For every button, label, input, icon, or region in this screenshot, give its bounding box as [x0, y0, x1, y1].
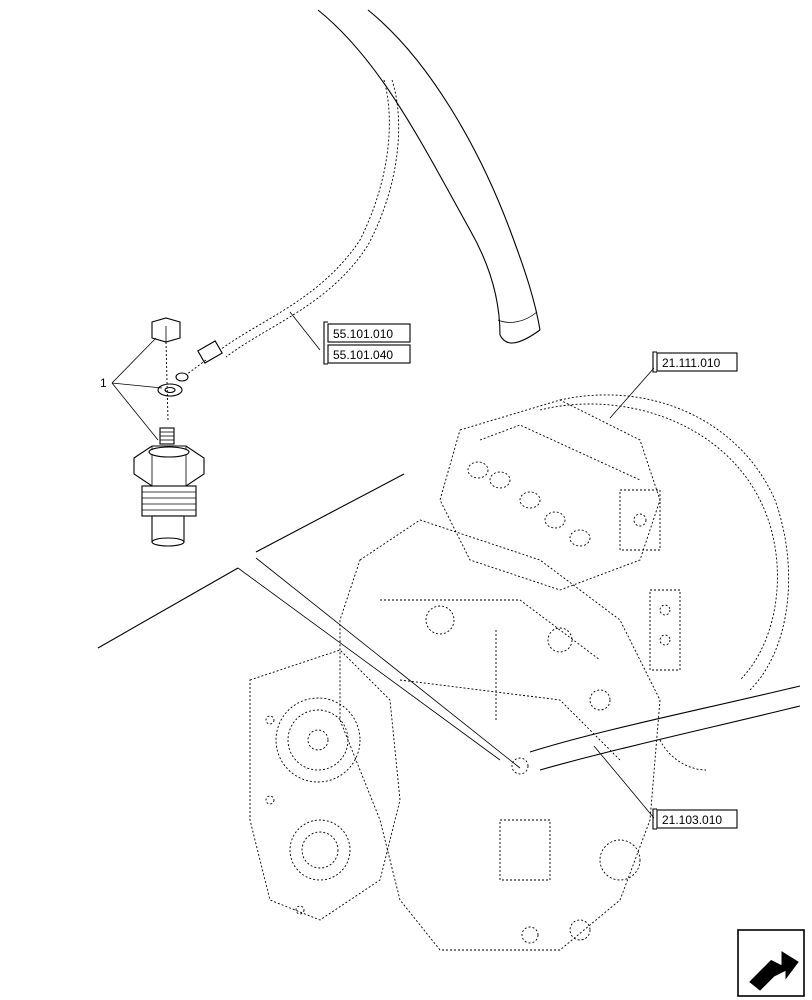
sensor-assembly — [133, 317, 205, 547]
ref-group-55 — [323, 321, 411, 365]
transmission-housing — [249, 394, 789, 951]
sensor-tube — [175, 79, 400, 382]
ref-label-55-101-010[interactable]: 55.101.010 — [333, 327, 393, 341]
continue-arrow-icon[interactable] — [737, 929, 805, 997]
section-lines — [97, 473, 521, 769]
leader-21-111 — [609, 367, 655, 419]
leader-21-103 — [593, 745, 655, 819]
leader-tube — [289, 311, 321, 351]
ref-box-55-101-010[interactable] — [327, 323, 411, 343]
ref-group-21-111 — [652, 351, 738, 373]
ref-label-55-101-040[interactable]: 55.101.040 — [333, 348, 393, 362]
ref-box-21-111-010[interactable] — [656, 352, 738, 372]
ref-label-21-103-010[interactable]: 21.103.010 — [662, 813, 722, 827]
harness-hose — [529, 685, 801, 771]
leader-item-1 — [111, 337, 163, 441]
ref-group-21-103 — [652, 808, 738, 830]
ref-box-55-101-040[interactable] — [327, 344, 411, 364]
item-number-label: 1 — [100, 376, 107, 390]
hose-large — [317, 9, 541, 344]
ref-label-21-111-010[interactable]: 21.111.010 — [662, 356, 721, 370]
ref-box-21-103-010[interactable] — [656, 809, 738, 829]
